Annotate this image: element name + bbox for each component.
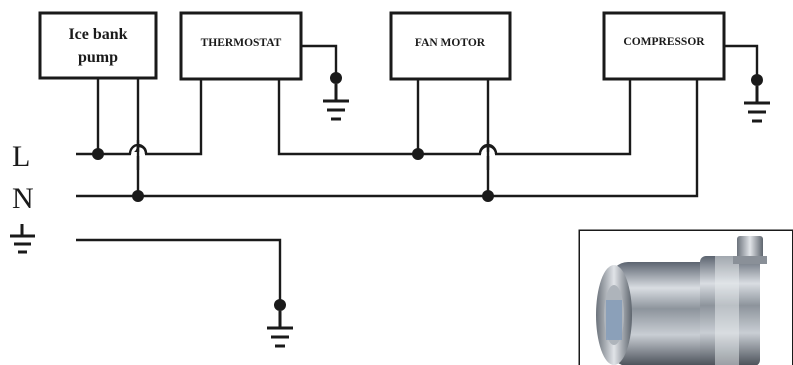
compressor-box: COMPRESSOR xyxy=(602,11,726,81)
junction-dot xyxy=(132,190,144,202)
ground-terminal-dot xyxy=(330,72,342,84)
junction-dot xyxy=(92,148,104,160)
thermostat-box: THERMOSTAT xyxy=(179,11,303,81)
ground-symbol-icon xyxy=(323,84,349,121)
fan-motor-label: FAN MOTOR xyxy=(415,37,486,49)
pump-photo xyxy=(578,229,793,365)
ground-terminal-dot xyxy=(274,299,286,311)
earth-wire xyxy=(76,238,282,305)
junction-dot xyxy=(412,148,424,160)
ground-terminal-dot xyxy=(751,74,763,86)
ice-bank-pump-box: Ice bank pump xyxy=(38,11,158,80)
ice-bank-pump-label-line1: Ice bank xyxy=(68,26,127,43)
thermostat-out-wire xyxy=(277,79,632,156)
ice-bank-pump-label-line2: pump xyxy=(78,49,118,66)
compressor-label: COMPRESSOR xyxy=(623,36,705,48)
neutral-line-label: N xyxy=(12,182,34,215)
ground-symbol-icon xyxy=(744,86,770,123)
ground-symbol-icon xyxy=(267,311,293,348)
compressor-earth-lead xyxy=(724,44,759,80)
junction-dot xyxy=(482,190,494,202)
thermostat-label: THERMOSTAT xyxy=(201,37,282,49)
fan-motor-box: FAN MOTOR xyxy=(389,11,512,81)
ground-symbol-icon xyxy=(10,224,35,254)
neutral-wire xyxy=(76,79,699,198)
thermostat-earth-lead xyxy=(301,44,338,78)
live-line-label: L xyxy=(12,140,30,173)
